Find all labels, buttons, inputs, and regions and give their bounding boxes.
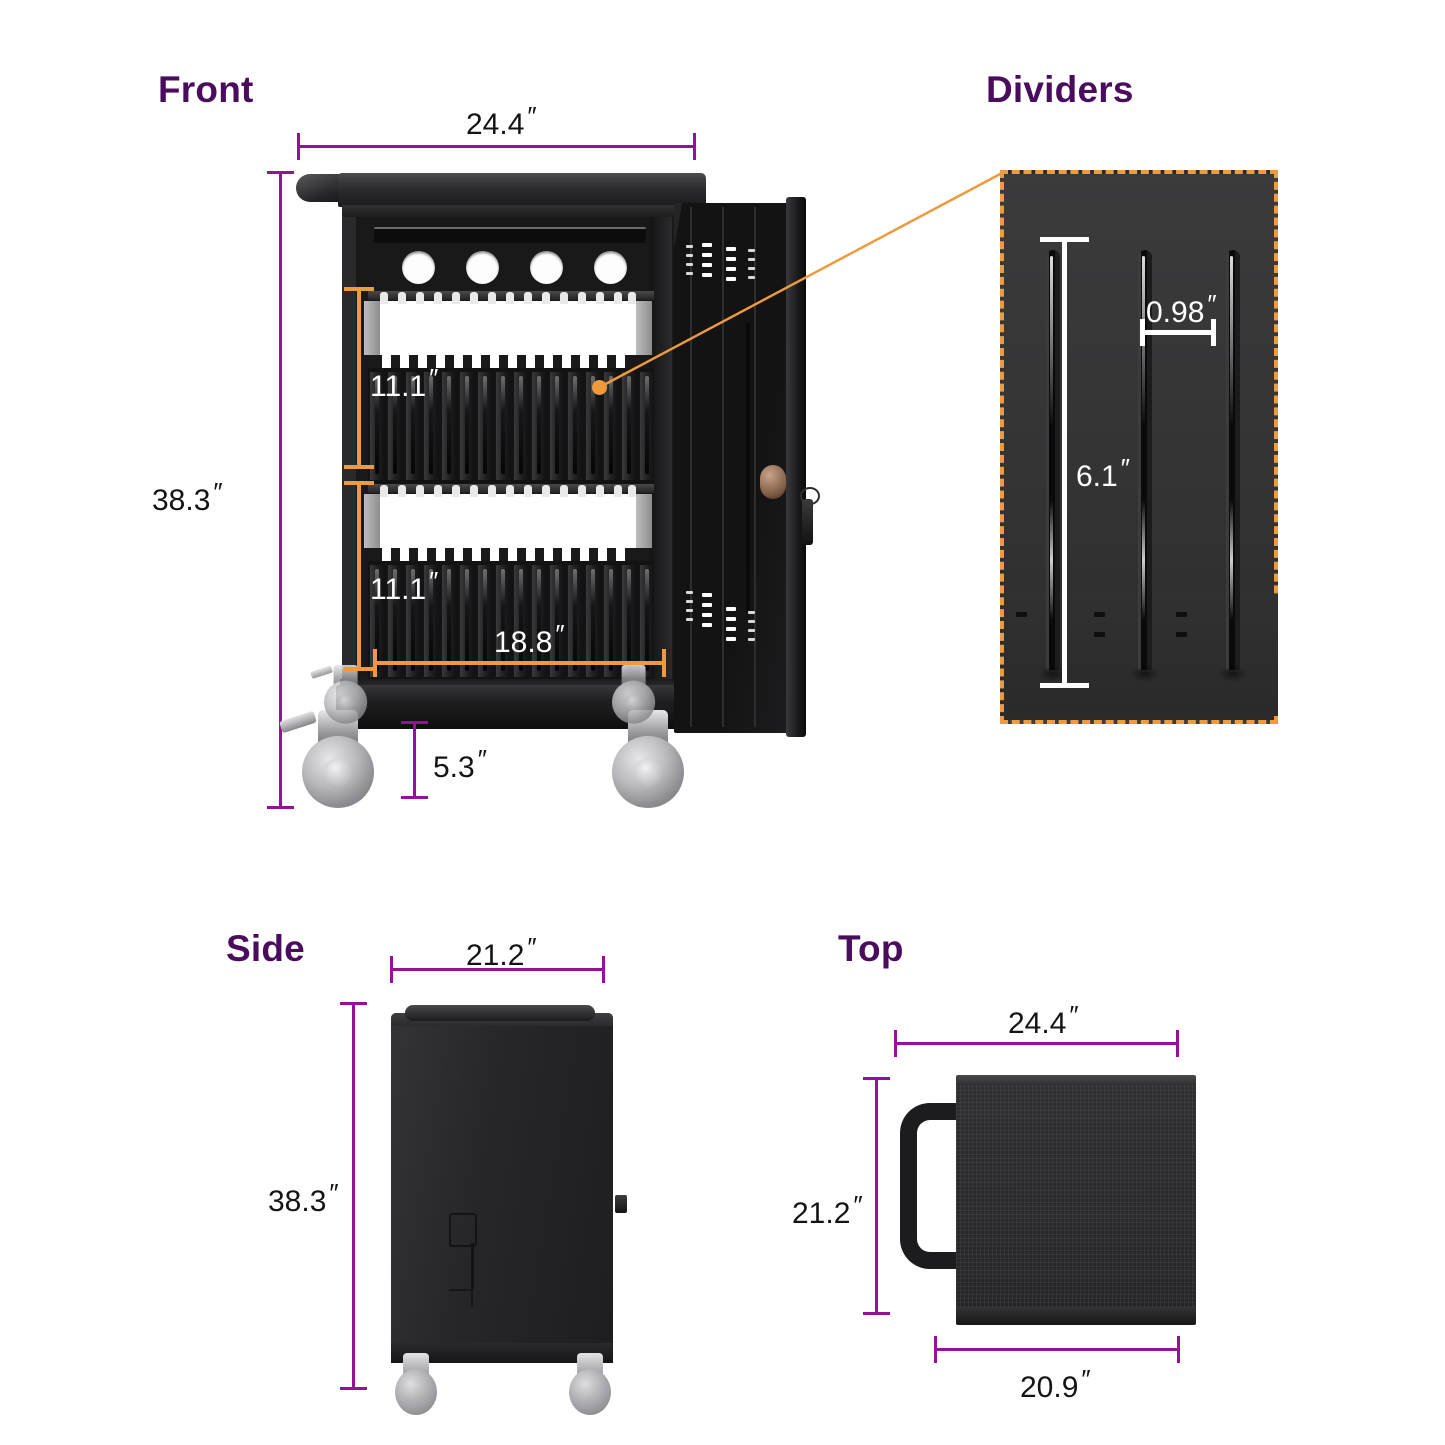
- divider-blade: [1040, 250, 1066, 670]
- panel-screw: [1176, 632, 1187, 637]
- door-lock-icon[interactable]: [760, 465, 786, 499]
- top-front-edge: [956, 1307, 1196, 1325]
- cable-hole: [466, 251, 499, 284]
- lower-tray-teeth: [380, 548, 636, 561]
- cart-door[interactable]: [674, 197, 820, 737]
- divider-shadow: [1130, 666, 1160, 682]
- tray-side-rail: [636, 301, 652, 355]
- tray-clip-row: [376, 292, 640, 304]
- caster-wheel: [324, 680, 368, 724]
- upper-bay-height-label: 11.1″: [370, 363, 438, 403]
- caster-rear-right: [612, 665, 656, 724]
- front-width-label: 24.4″: [466, 101, 537, 141]
- top-cart-illustration: [900, 1075, 1200, 1335]
- side-panel-seam: [471, 1289, 473, 1307]
- upper-bay-height-dimension-line: [344, 287, 374, 469]
- side-push-handle: [405, 1005, 595, 1021]
- divider-shadow: [1218, 666, 1248, 682]
- cable-hole: [594, 251, 627, 284]
- side-view-title: Side: [226, 928, 305, 969]
- tray-side-rail: [364, 494, 380, 548]
- divider-spacing-label: 0.98″: [1146, 289, 1217, 329]
- dividers-callout-dot: [592, 380, 607, 395]
- side-cart-illustration: [383, 995, 627, 1415]
- caster-wheel: [395, 1369, 437, 1415]
- tray-clip-row: [376, 485, 640, 497]
- side-depth-dimension-line: [390, 956, 605, 983]
- cable-hole: [530, 251, 563, 284]
- top-view-title: Top: [838, 928, 904, 969]
- caster-wheel: [612, 736, 684, 808]
- tray-side-rail: [636, 494, 652, 548]
- side-panel-notch: [449, 1213, 477, 1247]
- lower-bay-height-dimension-line: [344, 481, 374, 671]
- caster-rear-left: [310, 665, 368, 724]
- upper-tray-teeth: [380, 355, 636, 368]
- side-height-label: 38.3″: [268, 1178, 339, 1218]
- cart-top-panel: [338, 173, 706, 207]
- side-panel-seam: [471, 1243, 474, 1289]
- tray-side-rail: [364, 301, 380, 355]
- front-height-label: 38.3″: [152, 477, 223, 517]
- divider-height-label: 6.1″: [1076, 453, 1130, 493]
- caster-height-label: 5.3″: [433, 744, 487, 784]
- caster-brake-lever[interactable]: [279, 710, 317, 734]
- caster-wheel: [302, 736, 374, 808]
- cart-top-vent: [374, 227, 646, 243]
- top-body-depth-label: 20.9″: [1020, 1364, 1091, 1404]
- front-cart-illustration: [279, 165, 820, 808]
- cart-top-trim: [342, 205, 704, 219]
- top-width-dimension-line: [894, 1030, 1179, 1057]
- side-depth-label: 21.2″: [466, 932, 537, 972]
- side-kick-plate: [391, 1343, 613, 1363]
- caster-height-dimension-line: [401, 721, 428, 799]
- cart-base-shadow: [340, 679, 680, 689]
- door-key-icon: [802, 499, 813, 545]
- interior-width-label: 18.8″: [494, 619, 565, 659]
- door-panel: [674, 203, 792, 733]
- top-surface-panel: [956, 1083, 1196, 1315]
- front-view-title: Front: [158, 69, 254, 110]
- caster-brake-lever[interactable]: [310, 665, 333, 679]
- side-lock-pin: [615, 1195, 627, 1213]
- lower-charging-tray: [364, 485, 652, 548]
- interior-width-dimension-line: [373, 649, 666, 677]
- dividers-detail-panel: [1000, 170, 1278, 724]
- caster-wheel: [569, 1369, 611, 1415]
- top-depth-dimension-line: [863, 1077, 890, 1315]
- divider-height-dimension-line: [1040, 237, 1089, 688]
- side-panel-seam: [449, 1289, 473, 1291]
- front-height-dimension-line: [267, 171, 294, 809]
- side-caster-right: [569, 1353, 611, 1415]
- top-body-depth-dimension-line: [934, 1336, 1180, 1363]
- divider-spacing-dimension-line: [1140, 319, 1216, 346]
- dividers-view-title: Dividers: [986, 69, 1134, 110]
- divider-shadow: [1038, 666, 1068, 682]
- divider-blade: [1220, 250, 1246, 670]
- panel-screw: [1094, 612, 1105, 617]
- cable-hole-row: [374, 249, 646, 289]
- side-height-dimension-line: [340, 1002, 367, 1390]
- door-edge: [786, 197, 806, 737]
- lower-bay-height-label: 11.1″: [370, 566, 438, 606]
- cable-hole: [402, 251, 435, 284]
- panel-screw: [1176, 612, 1187, 617]
- caster-front-right: [612, 710, 684, 808]
- caster-wheel: [612, 680, 656, 724]
- top-depth-label: 21.2″: [792, 1190, 863, 1230]
- caster-front-left: [279, 710, 374, 808]
- panel-screw: [1016, 612, 1027, 617]
- dividers-callout-leader: [599, 171, 1003, 389]
- panel-screw: [1094, 632, 1105, 637]
- door-latch-rod: [746, 323, 750, 613]
- side-caster-left: [395, 1353, 437, 1415]
- side-body-panel: [391, 1013, 613, 1353]
- cart-right-frame: [650, 217, 672, 687]
- top-width-label: 24.4″: [1008, 1000, 1079, 1040]
- front-width-dimension-line: [297, 133, 696, 160]
- upper-charging-tray: [364, 292, 652, 355]
